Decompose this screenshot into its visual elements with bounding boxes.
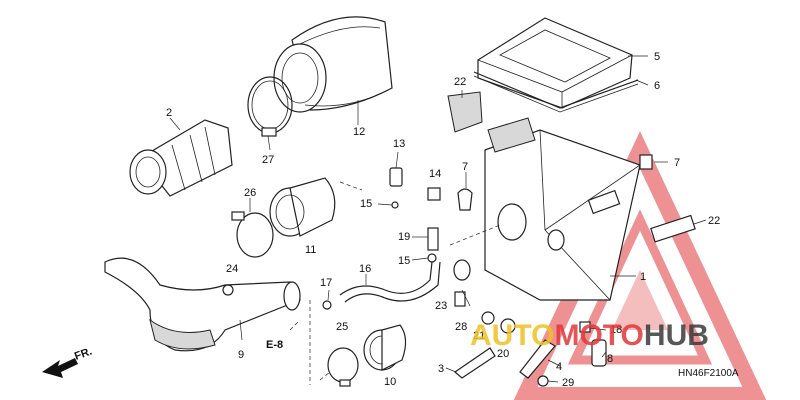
clip-17 [322,300,332,310]
watermark-text-auto: AUTO [470,319,554,352]
clamp-band-27 [247,76,293,137]
pad-22-right [650,214,696,243]
label-part-15a: 15 [360,198,372,210]
label-part-22b: 22 [708,215,720,227]
front-label: FR. [73,345,94,362]
label-part-5: 5 [654,51,660,63]
label-part-11: 11 [305,244,316,256]
label-part-14: 14 [429,168,441,180]
label-part-25: 25 [336,321,348,333]
watermark-text-hub: HUB [644,319,709,352]
label-part-29: 29 [562,377,574,389]
label-part-3: 3 [438,363,444,375]
diagram-code: HN46F2100A [678,368,739,379]
nut-29 [537,375,549,387]
collar-21 [481,311,495,325]
label-part-21: 21 [473,330,485,342]
watermark-text-moto: MOTO [554,319,643,352]
leader-lines [169,55,707,385]
label-part-19: 19 [398,231,410,243]
clip-15-lower [427,253,437,263]
label-part-7b: 7 [674,157,680,169]
label-part-20: 20 [497,348,509,360]
label-part-18: 18 [610,324,622,336]
front-arrow-icon [42,358,78,378]
label-part-28: 28 [455,321,467,333]
air-cleaner-case-1 [484,129,641,301]
label-part-27: 27 [262,154,274,166]
filter-element-12 [273,16,393,113]
bolt-28 [454,291,466,307]
bolt-24 [222,284,234,296]
label-part-10: 10 [384,376,396,388]
inlet-duct-9 [104,257,301,352]
label-part-12: 12 [353,126,365,138]
stay-4 [519,339,556,379]
clip-7-left [457,188,473,211]
part-number-labels: 1 2 3 4 5 6 7 7 8 9 10 11 12 13 14 15 15… [73,51,739,389]
connecting-tube-11 [269,177,336,237]
label-part-6: 6 [654,80,660,92]
label-part-7a: 7 [462,161,468,173]
filter-frame-2 [129,119,233,197]
drain-plug-8 [591,339,607,367]
reference-label-e8: E-8 [266,339,283,351]
label-part-23: 23 [435,300,447,312]
collar-20 [500,318,516,334]
label-part-4: 4 [556,361,562,373]
label-part-24: 24 [226,263,238,275]
svg-text:AUTOMOTOHUB: AUTOMOTOHUB [470,319,709,352]
clamp-25 [327,347,359,387]
label-part-8: 8 [607,353,613,365]
air-cleaner-cover-5 [477,17,633,109]
label-part-26: 26 [244,187,256,199]
connector-19 [427,227,439,251]
grommet-23 [453,259,471,281]
label-part-9: 9 [238,349,244,361]
cover-seal-6 [473,71,639,113]
fitting-15-top [391,201,399,209]
label-part-2: 2 [166,107,172,119]
drain-hose-16 [339,261,441,303]
label-part-13: 13 [393,138,405,150]
plug-14 [427,187,441,201]
tube-10 [363,324,407,371]
pad-22-top [447,91,483,133]
label-part-22a: 22 [454,76,466,88]
case-bracket [487,117,536,153]
label-part-17: 17 [320,277,332,289]
label-part-15b: 15 [398,255,410,267]
clip-7-right [639,154,653,170]
clip-18 [579,321,591,333]
stay-3 [454,347,496,379]
label-part-1: 1 [640,271,646,283]
label-part-16: 16 [359,263,371,275]
watermark-text: AUTOMOTOHUB [470,319,709,352]
clamp-26 [231,211,274,258]
breather-cap-13 [389,167,403,187]
